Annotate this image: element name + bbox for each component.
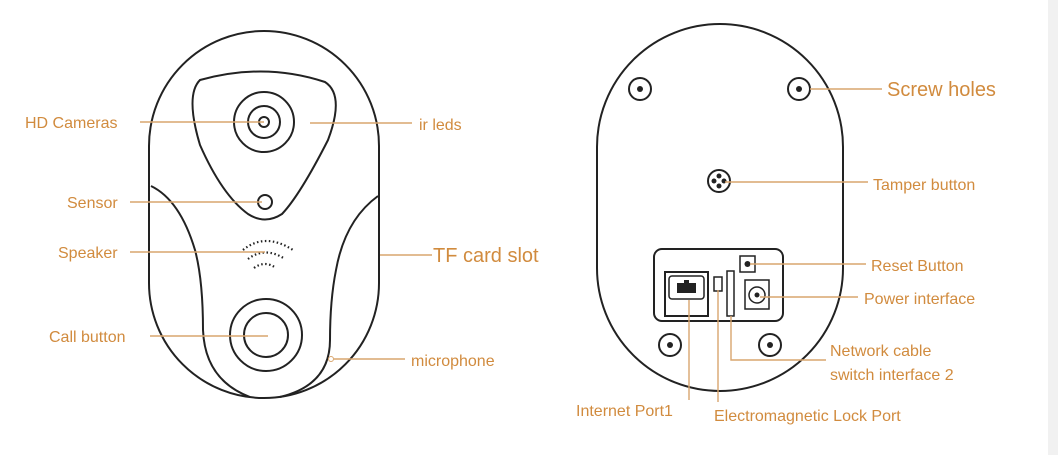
network-switch-port-icon — [726, 270, 735, 317]
camera-panel — [191, 70, 337, 221]
tamper-button-icon — [707, 169, 731, 193]
label-sensor: Sensor — [67, 195, 118, 212]
speaker-icon — [242, 239, 294, 269]
label-speaker: Speaker — [58, 245, 118, 262]
label-screw-holes: Screw holes — [887, 79, 996, 101]
label-internet-port: Internet Port1 — [576, 403, 673, 420]
scrollbar-track[interactable] — [1048, 0, 1058, 455]
back-body-outline — [596, 23, 844, 392]
label-ir-leds: ir leds — [419, 117, 462, 134]
right-side-curve — [279, 195, 379, 398]
ethernet-port-icon — [664, 271, 709, 317]
em-lock-port-icon — [713, 276, 723, 292]
microphone-icon — [328, 356, 334, 362]
back-view: Screw holes Tamper button Reset Button P… — [576, 23, 996, 425]
front-body-outline — [148, 30, 380, 399]
label-em-lock-port: Electromagnetic Lock Port — [714, 408, 901, 425]
label-reset-button: Reset Button — [871, 258, 964, 275]
label-switch-interface: switch interface 2 — [830, 367, 954, 384]
call-button-icon — [229, 298, 303, 372]
front-view: HD Cameras ir leds Sensor Speaker TF car… — [25, 30, 539, 399]
power-jack-icon — [744, 279, 770, 310]
label-tamper-button: Tamper button — [873, 177, 975, 194]
label-power-interface: Power interface — [864, 291, 975, 308]
label-network-cable: Network cable — [830, 343, 931, 360]
label-microphone: microphone — [411, 353, 495, 370]
left-side-curve — [150, 185, 251, 398]
label-call-button: Call button — [49, 329, 126, 346]
label-tf-card-slot: TF card slot — [433, 245, 539, 267]
label-hd-cameras: HD Cameras — [25, 115, 117, 132]
screw-hole-icon — [628, 77, 811, 357]
